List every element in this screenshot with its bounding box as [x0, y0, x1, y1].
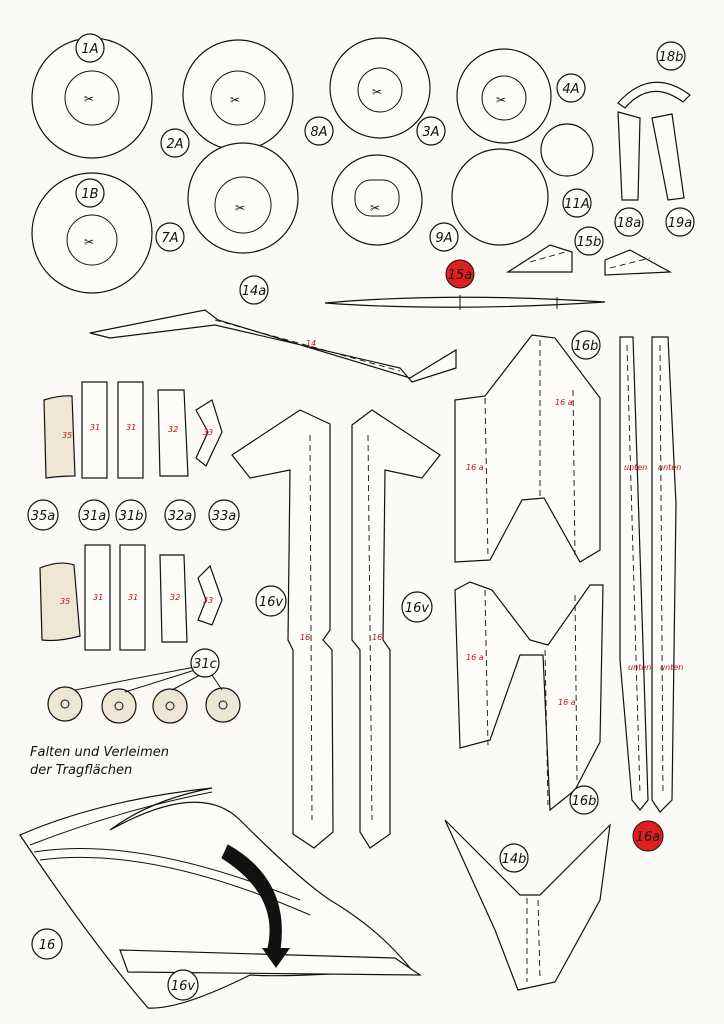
- part-16v-right: 16 16v: [351, 409, 441, 849]
- part-num-31: 31: [90, 423, 100, 432]
- part-16a-strips: unten unten unten unten 16a: [619, 336, 683, 852]
- strip-unten-2: unten: [658, 463, 681, 472]
- label-16b-top: 16b: [574, 339, 599, 354]
- part-num-35: 35: [62, 431, 72, 440]
- label-3A: 3A: [422, 125, 439, 140]
- part-31-bottom: 31: [84, 544, 111, 651]
- part-14a: 14 14a: [89, 275, 457, 383]
- folding-illustration: 16 16v: [19, 787, 422, 1009]
- strip-unten-4: unten: [660, 663, 683, 672]
- label-18b: 18b: [659, 50, 684, 65]
- part-16v-left: 16 16v: [231, 409, 334, 849]
- part-num-16a: 16 a: [466, 463, 484, 472]
- part-num-33: 33: [203, 596, 213, 605]
- part-11A: 11A: [540, 123, 594, 218]
- part-35-bottom: 35: [39, 562, 81, 642]
- label-16v-right: 16v: [405, 601, 430, 616]
- part-7A: ✂ 7A: [155, 142, 299, 254]
- label-11A: 11A: [564, 197, 589, 212]
- cut-mark: ✂: [84, 235, 94, 249]
- part-num-31: 31: [126, 423, 136, 432]
- label-2A: 2A: [166, 137, 183, 152]
- strip-unten-1: unten: [624, 463, 647, 472]
- part-9A: 9A: [429, 148, 549, 252]
- part-num-16a: 16 a: [466, 653, 484, 662]
- labels-row-small-parts: 35a 31a 31b 32a 33a: [27, 499, 240, 531]
- part-8A: ✂ 8A: [304, 116, 423, 246]
- label-16a: 16a: [636, 830, 661, 845]
- cut-mark: ✂: [235, 201, 245, 215]
- part-18b: 18b: [617, 41, 691, 109]
- part-31-top: 31: [81, 381, 108, 479]
- part-18a: 18a: [614, 111, 644, 237]
- cut-mark: ✂: [372, 85, 382, 99]
- part-num-33: 33: [203, 428, 213, 437]
- part-32-bottom: 32: [159, 554, 188, 643]
- part-num-16a: 16 a: [555, 398, 573, 407]
- cut-mark: ✂: [230, 93, 240, 107]
- label-31a: 31a: [82, 509, 107, 524]
- cut-mark: ✂: [84, 92, 94, 106]
- part-15a: 15a: [324, 259, 606, 310]
- part-num-31: 31: [93, 593, 103, 602]
- label-15b: 15b: [577, 235, 602, 250]
- strip-unten-3: unten: [628, 663, 651, 672]
- cut-mark: ✂: [496, 93, 506, 107]
- label-14a: 14a: [242, 284, 267, 299]
- label-1A: 1A: [81, 42, 98, 57]
- part-32-top: 32: [157, 389, 189, 477]
- label-14b: 14b: [502, 852, 527, 867]
- part-16a-lower: 16 a 16 a 16b: [454, 581, 604, 815]
- part-num-16a: 16 a: [558, 698, 576, 707]
- part-31c: 31c: [47, 648, 241, 724]
- label-4A: 4A: [562, 82, 579, 97]
- part-num-32: 32: [170, 593, 180, 602]
- part-4A: ✂ 4A: [456, 48, 586, 144]
- part-14b: 14b: [444, 819, 611, 991]
- part-num-16: 16: [372, 633, 382, 642]
- part-33-top: 33: [195, 399, 223, 467]
- part-2A: ✂ 2A: [160, 39, 294, 158]
- part-16a-upper: 16 a 16 a 16b: [454, 330, 601, 563]
- part-33-bottom: 33: [197, 564, 223, 626]
- part-15b: 15b: [505, 226, 673, 276]
- label-9A: 9A: [435, 231, 452, 246]
- part-num-14: 14: [306, 339, 316, 348]
- part-35: 35: [43, 395, 76, 479]
- label-19a: 19a: [668, 216, 693, 231]
- part-num-32: 32: [168, 425, 178, 434]
- arrow-head-icon: [262, 948, 290, 968]
- label-1B: 1B: [81, 187, 98, 202]
- part-num-31: 31: [128, 593, 138, 602]
- part-3A: ✂ 3A: [329, 37, 446, 146]
- part-1A: ✂ 1A: [31, 33, 153, 159]
- fold-instructions-caption: Falten und Verleimen der Tragflächen: [30, 744, 169, 780]
- label-18a: 18a: [617, 216, 642, 231]
- label-31c: 31c: [193, 657, 217, 672]
- label-8A: 8A: [310, 125, 327, 140]
- label-16b-bottom: 16b: [572, 794, 597, 809]
- label-16v-illustration: 16v: [171, 979, 196, 994]
- caption-line-2: der Tragflächen: [30, 763, 133, 778]
- label-7A: 7A: [161, 231, 178, 246]
- caption-line-1: Falten und Verleimen: [30, 745, 169, 760]
- cut-mark: ✂: [370, 201, 380, 215]
- part-num-16: 16: [300, 633, 310, 642]
- part-19a: 19a: [651, 113, 695, 237]
- label-32a: 32a: [168, 509, 193, 524]
- label-16: 16: [39, 938, 56, 953]
- label-35a: 35a: [31, 509, 56, 524]
- label-31b: 31b: [119, 509, 144, 524]
- part-31b-bottom: 31: [119, 544, 146, 651]
- label-16v-left: 16v: [259, 595, 284, 610]
- label-33a: 33a: [212, 509, 237, 524]
- part-31b-top: 31: [117, 381, 144, 479]
- label-15a: 15a: [448, 268, 473, 283]
- part-1B: ✂ 1B: [31, 172, 153, 294]
- part-num-35: 35: [60, 597, 70, 606]
